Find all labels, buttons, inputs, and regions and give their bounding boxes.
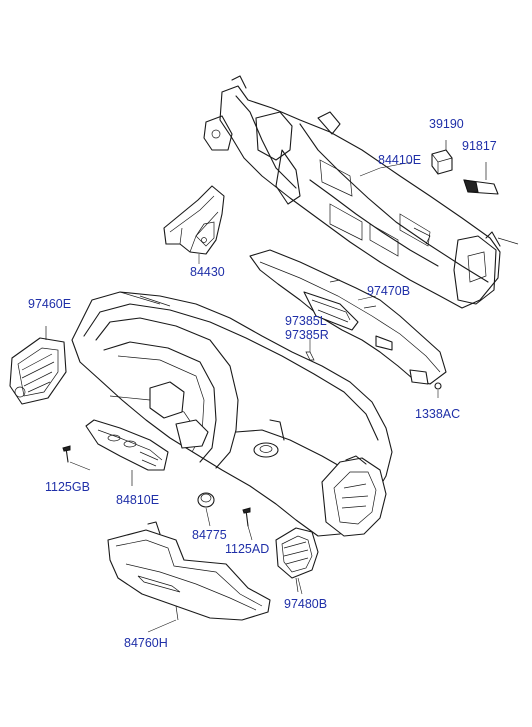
part-label-39190: 39190 [429,117,464,131]
part-label-84430: 84430 [190,265,225,279]
part-label-97385L: 97385L [285,314,327,328]
part-label-1125GB: 1125GB [45,480,90,494]
part-label-84775: 84775 [192,528,227,542]
relay-91817 [463,162,499,195]
cowl-cross-member [203,75,519,309]
part-label-1338AC: 1338AC [415,407,461,421]
part-label-97480B: 97480B [284,597,328,611]
part-label-1125AD: 1125AD [225,542,270,556]
crash-pad-panel [71,291,393,537]
center-vent-97480B [275,527,319,593]
part-label-97470B: 97470B [367,284,411,298]
part-label-84410E: 84410E [378,153,422,167]
leader-lines [69,161,439,633]
duct-97470B [249,249,447,385]
screw-1125GB [62,445,71,463]
relay-39190 [431,140,453,175]
screw-1125AD [242,507,251,527]
lower-panel-84760H [107,521,271,621]
cup-84775 [197,492,215,508]
part-label-97460E: 97460E [28,297,72,311]
bracket-84430 [163,185,225,255]
clip-97385 [305,351,315,361]
part-label-84810E: 84810E [116,493,160,507]
part-label-84760H: 84760H [124,636,168,650]
switch-panel-84810E [85,419,169,486]
part-label-91817: 91817 [462,139,497,153]
bolt-1338AC [434,382,442,390]
side-vent-97460E [9,326,67,405]
part-label-97385R: 97385R [285,328,329,342]
